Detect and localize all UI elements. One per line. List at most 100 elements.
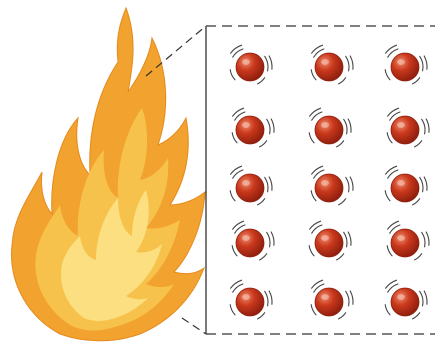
- motion-line: [258, 199, 265, 205]
- motion-line: [265, 56, 268, 71]
- motion-line: [348, 232, 351, 245]
- particle-ball: [315, 174, 343, 202]
- motion-line: [424, 56, 427, 69]
- motion-line: [337, 254, 344, 260]
- particle-highlight: [397, 180, 405, 186]
- motion-line: [426, 232, 429, 245]
- motion-line: [385, 305, 390, 315]
- motion-line: [420, 177, 423, 192]
- motion-line: [385, 191, 390, 201]
- motion-line: [339, 313, 346, 319]
- motion-line: [385, 70, 390, 80]
- motion-line: [267, 232, 270, 247]
- motion-line: [420, 56, 423, 71]
- particle-r4c3: [387, 221, 429, 260]
- motion-line: [233, 221, 244, 229]
- motion-line: [265, 177, 268, 192]
- particle-ball: [315, 116, 343, 144]
- zoomed-view: [206, 26, 435, 334]
- motion-line: [231, 45, 242, 53]
- motion-line: [230, 305, 235, 315]
- particle-r1c2: [311, 45, 353, 84]
- motion-line: [346, 177, 349, 192]
- zoom-line-bottom: [182, 318, 206, 334]
- particle-ball: [236, 116, 264, 144]
- particle-r2c2: [309, 108, 351, 147]
- motion-line: [413, 313, 420, 319]
- motion-line: [350, 56, 353, 69]
- particle-r5c2: [311, 280, 353, 319]
- motion-line: [346, 291, 349, 306]
- motion-line: [271, 119, 274, 132]
- particle-highlight: [397, 235, 405, 241]
- motion-line: [233, 108, 244, 116]
- particle-highlight: [397, 294, 405, 300]
- particle-ball: [391, 288, 419, 316]
- motion-line: [230, 70, 235, 80]
- motion-line: [339, 199, 346, 205]
- particle-r2c1: [232, 108, 274, 147]
- motion-line: [271, 232, 274, 245]
- particle-ball: [391, 229, 419, 257]
- particle-r5c3: [385, 280, 427, 319]
- particle-highlight: [242, 294, 250, 300]
- particle-highlight: [242, 180, 250, 186]
- particle-highlight: [321, 294, 329, 300]
- particle-ball: [236, 174, 264, 202]
- motion-line: [231, 166, 242, 174]
- particle-ball: [236, 53, 264, 81]
- particle-ball: [236, 288, 264, 316]
- particle-r5c1: [230, 280, 272, 319]
- motion-line: [310, 108, 321, 116]
- particle-highlight: [321, 180, 329, 186]
- motion-line: [269, 177, 272, 190]
- particle-r3c1: [230, 166, 272, 205]
- particle-r3c3: [385, 166, 427, 205]
- particle-r1c3: [385, 45, 427, 84]
- flame-icon: [12, 8, 205, 341]
- particle-highlight: [397, 122, 405, 128]
- motion-line: [413, 199, 420, 205]
- motion-line: [309, 246, 314, 256]
- motion-line: [230, 191, 235, 201]
- motion-line: [260, 254, 267, 260]
- particle-r2c3: [387, 108, 429, 147]
- motion-line: [386, 166, 397, 174]
- motion-line: [350, 177, 353, 190]
- particle-ball: [236, 229, 264, 257]
- motion-line: [269, 56, 272, 69]
- particle-ball: [315, 53, 343, 81]
- particle-highlight: [321, 122, 329, 128]
- motion-line: [265, 291, 268, 306]
- particle-r4c2: [309, 221, 351, 260]
- motion-line: [309, 133, 314, 143]
- particle-highlight: [397, 59, 405, 65]
- motion-line: [269, 291, 272, 304]
- motion-line: [388, 108, 399, 116]
- motion-line: [337, 141, 344, 147]
- motion-line: [344, 119, 347, 134]
- motion-line: [312, 166, 323, 174]
- motion-line: [350, 291, 353, 304]
- motion-line: [386, 45, 397, 53]
- motion-line: [339, 78, 346, 84]
- motion-line: [231, 280, 242, 288]
- motion-line: [415, 254, 422, 260]
- particle-r3c2: [311, 166, 353, 205]
- particle-highlight: [242, 59, 250, 65]
- particle-ball: [391, 53, 419, 81]
- particle-ball: [315, 288, 343, 316]
- motion-line: [312, 45, 323, 53]
- particle-r4c1: [232, 221, 274, 260]
- motion-line: [344, 232, 347, 247]
- particle-highlight: [321, 59, 329, 65]
- motion-line: [424, 291, 427, 304]
- particle-highlight: [321, 235, 329, 241]
- particle-highlight: [242, 122, 250, 128]
- particle-highlight: [242, 235, 250, 241]
- motion-line: [386, 280, 397, 288]
- motion-line: [388, 221, 399, 229]
- motion-line: [258, 78, 265, 84]
- motion-line: [346, 56, 349, 71]
